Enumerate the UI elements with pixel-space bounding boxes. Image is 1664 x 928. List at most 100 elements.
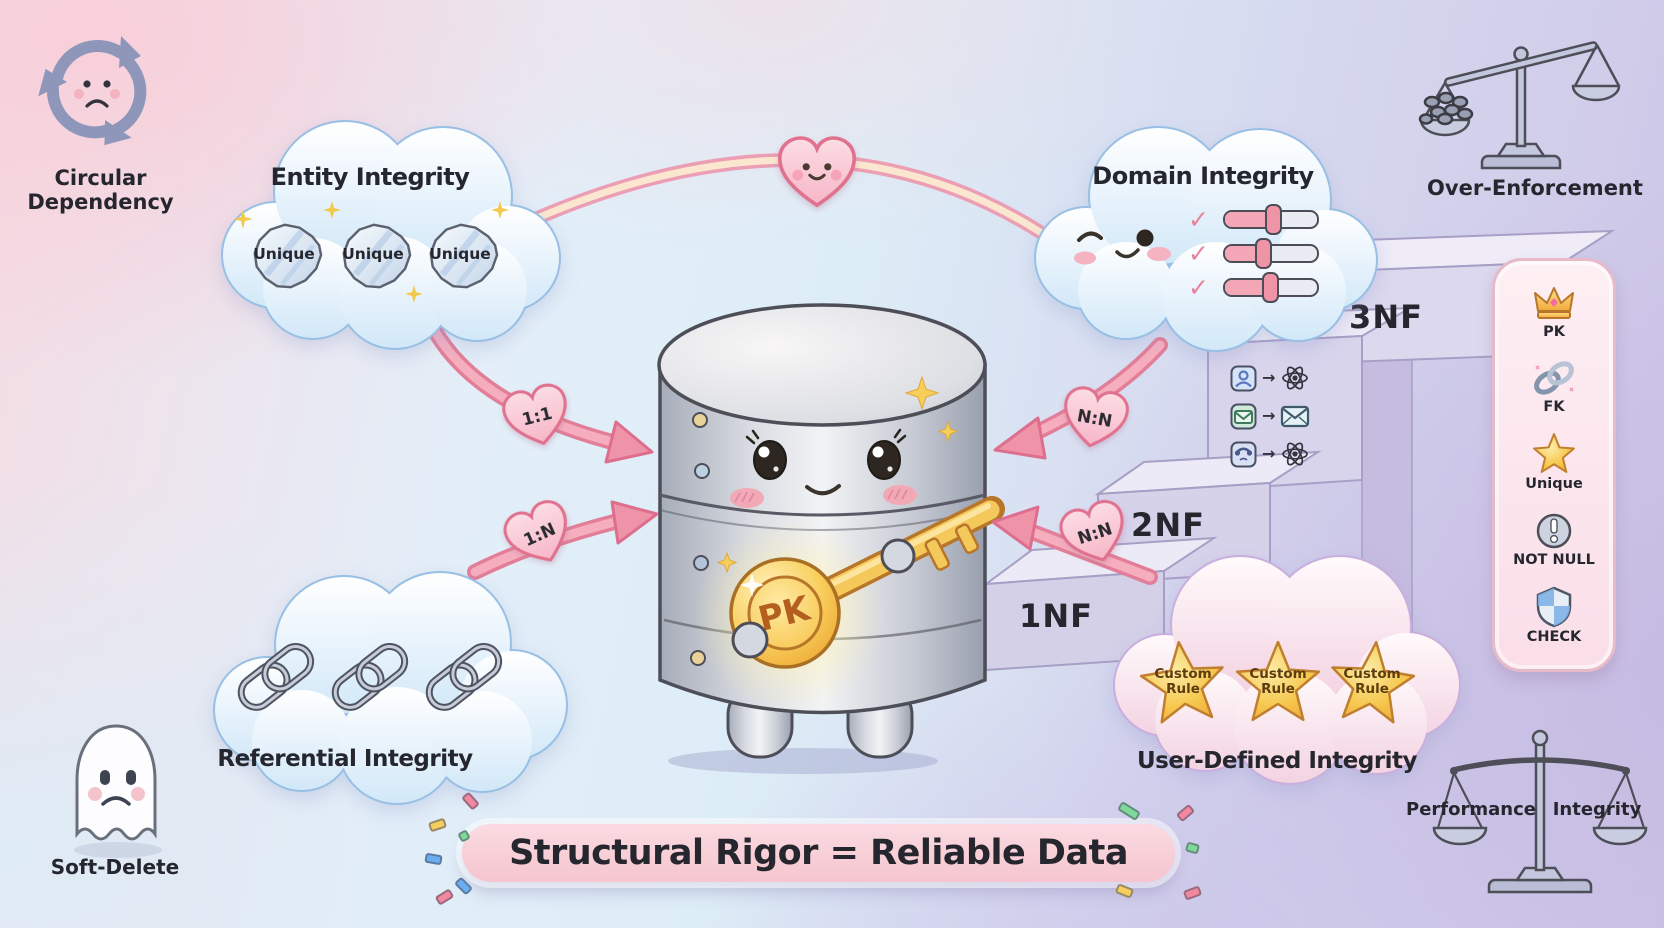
panel-item-check: CHECK [1526, 586, 1582, 645]
normalization-icon-rows: → → [1230, 363, 1310, 469]
unique-gem-badge: Unique [420, 216, 500, 294]
panel-item-unique: Unique [1525, 433, 1583, 492]
rule-slider [1223, 203, 1319, 235]
atomic-value-icon [1282, 366, 1309, 390]
integrity-pan [1592, 826, 1648, 846]
check-label: CHECK [1526, 628, 1582, 645]
unique-gem-badge: Unique [333, 216, 413, 294]
panel-item-notnull: NOT NULL [1513, 511, 1595, 568]
left-pan [1419, 118, 1471, 137]
domain-rule-list: ✓ ✓ ✓ [1188, 202, 1319, 304]
sparkle-icon [716, 551, 738, 574]
exclamation-icon [1536, 513, 1572, 548]
right-hand [880, 538, 916, 574]
soft-delete-ghost-icon [74, 724, 162, 858]
panel-item-pk: PK [1532, 285, 1576, 340]
over-enforcement-label: Over-Enforcement [1427, 176, 1643, 200]
domain-integrity-title: Domain Integrity [1092, 162, 1314, 190]
entity-integrity-title: Entity Integrity [270, 163, 470, 191]
relationship-heart-n-n-top: N:N [1054, 382, 1135, 461]
row-phone-to-atomic: → [1230, 439, 1310, 469]
rule-slider [1223, 237, 1319, 269]
chain-links-row [237, 643, 503, 711]
nf1-label: 1NF [1019, 597, 1093, 635]
connector-heart-face [775, 135, 859, 217]
panel-item-fk: FK [1531, 358, 1577, 415]
gem-icon [342, 223, 412, 289]
checkmark-icon: ✓ [1188, 238, 1209, 268]
slider-knob [1261, 271, 1279, 303]
gem-icon [253, 223, 323, 289]
transform-arrow-icon: → [1262, 444, 1276, 463]
performance-label: Performance [1406, 799, 1536, 820]
row-mail-to-mail: → [1230, 401, 1310, 431]
shield-icon [1536, 586, 1572, 628]
custom-rule-star-icon [1331, 640, 1416, 724]
chain-icon [1534, 361, 1574, 395]
row-person-to-atomic: → [1230, 363, 1310, 393]
sparkle-icon [323, 201, 341, 219]
not-null-label: NOT NULL [1513, 551, 1595, 568]
atomic-value-icon [1282, 442, 1309, 466]
left-hand [731, 621, 769, 659]
right-eye [867, 440, 901, 480]
pk-label: PK [1543, 324, 1565, 341]
title-banner: Structural Rigor = Reliable Data [462, 824, 1175, 882]
unique-label: Unique [1525, 476, 1583, 493]
unique-badge-label: Unique [342, 245, 404, 263]
circular-dependency-icon [38, 36, 147, 146]
unique-badge-label: Unique [253, 245, 315, 263]
crown-icon [1534, 287, 1574, 320]
unique-badge-label: Unique [429, 245, 491, 263]
rule-row: ✓ [1188, 270, 1319, 304]
rule-slider [1223, 271, 1319, 303]
smile [805, 484, 841, 496]
sparkle-icon [491, 201, 509, 219]
nf3-label: 3NF [1349, 298, 1423, 336]
sparkle-icon [233, 209, 253, 229]
transform-arrow-icon: → [1262, 368, 1276, 387]
slider-knob [1265, 203, 1283, 235]
person-field-icon [1230, 365, 1257, 391]
slider-knob [1255, 237, 1273, 269]
cloud-wink-face [1074, 229, 1171, 265]
referential-integrity-title: Referential Integrity [217, 746, 473, 772]
constraints-panel: PK FK Unique NOT [1492, 258, 1616, 672]
user-defined-integrity-title: User-Defined Integrity [1136, 748, 1418, 774]
custom-rule-star-icon [1235, 640, 1321, 722]
chains-pile [1418, 91, 1474, 126]
mail-field-icon [1230, 403, 1257, 429]
balance-scale-icon [1432, 729, 1648, 894]
circular-dependency-label: Circular Dependency [27, 166, 174, 215]
custom-rule-label: Custom Rule [1343, 666, 1401, 697]
database-mascot: PK [657, 303, 1005, 774]
fk-label: FK [1543, 399, 1565, 416]
integrity-label: Integrity [1552, 799, 1642, 820]
sparkle-icon [904, 375, 940, 411]
mascot-face [730, 428, 917, 508]
left-eye [753, 440, 787, 480]
banner-text: Structural Rigor = Reliable Data [509, 833, 1128, 873]
rule-row: ✓ [1188, 236, 1319, 270]
gem-icon [429, 223, 499, 289]
clean-mail-icon [1281, 405, 1310, 427]
phone-field-icon [1230, 441, 1257, 467]
chain-icon [425, 643, 503, 711]
sparkle-icon [405, 285, 423, 303]
checkmark-icon: ✓ [1188, 204, 1209, 234]
cylinder-top [657, 303, 987, 427]
soft-delete-label: Soft-Delete [50, 855, 180, 879]
sparkle-icon [937, 420, 959, 443]
performance-pan [1432, 826, 1488, 846]
custom-rule-label: Custom Rule [1249, 666, 1307, 697]
rule-row: ✓ [1188, 202, 1319, 236]
custom-rule-label: Custom Rule [1154, 666, 1212, 697]
transform-arrow-icon: → [1262, 406, 1276, 425]
chain-icon [237, 643, 315, 711]
checkmark-icon: ✓ [1188, 272, 1209, 302]
unique-gem-badge: Unique [244, 216, 324, 294]
chain-icon [331, 643, 409, 711]
custom-rule-star-icon [1139, 640, 1224, 724]
star-icon [1533, 433, 1575, 474]
